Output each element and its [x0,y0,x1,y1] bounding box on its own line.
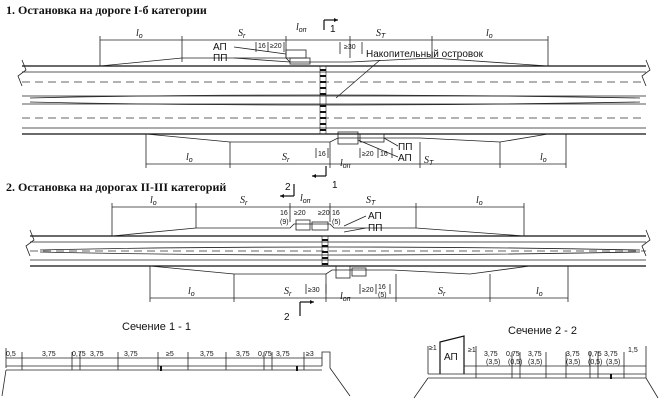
sec2-top-8: 1,5 [628,347,638,354]
dim2-st-top: ST [366,195,376,207]
dim-ge20-1-top: ≥20 [270,43,282,50]
dim-lo-bot-right: lo [540,152,547,164]
dim2-lo-top-right: lo [476,195,483,207]
diagram-1-bottom-dims: lo Sr lоп ST lo 1 [145,134,567,191]
crosswalk-2 [321,235,329,267]
label-ap-1-top: АП [213,42,227,53]
diagram-1-bottom-labels: 16 ≥20 16 ПП АП [315,131,412,164]
sec1-dim-10: ≥3 [306,351,314,358]
dim-sr-top: Sr [238,28,246,40]
dim-lon-top: lоп [296,22,307,34]
section-1-title: Сечение 1 - 1 [122,321,191,333]
label-ap-1-bot: АП [398,153,412,164]
dim2-lo-top-left: lo [150,195,157,207]
diagram-1-top-labels: АП ПП 16 ≥20 ≥30 Накопительный островок [213,42,484,99]
section-mark-2-bot: 2 [284,312,290,323]
dim2-lo-bot-left: lo [188,286,195,298]
dim-16-1-top: 16 [258,43,266,50]
sec2-top-2: 3,75 [484,351,498,358]
sec2-top-1: ≥1 [468,347,476,354]
sec1-dim-3: 3,75 [90,351,104,358]
label-pp-1-top: ПП [213,53,227,64]
dim2-sr-top: Sr [240,195,248,207]
section-mark-1-bot: 1 [332,180,338,191]
dim2-ge30-bot: ≥30 [308,287,320,294]
section-mark-1-top: 1 [330,24,336,35]
sec2-bot-1: (0,5) [508,359,522,366]
dim-16b-1-bot: 16 [380,151,388,158]
dim2-lon-bot: lоп [340,291,351,303]
dim2-p5-bot: (5) [378,292,387,299]
section-2-title: Сечение 2 - 2 [508,325,577,337]
dim-lo-bot-left: lo [186,152,193,164]
sec2-top-6: 0,75 [588,351,602,358]
dim-16-1-bot: 16 [318,151,326,158]
sec2-bot-5: (3,5) [606,359,620,366]
section-2-drawing: АП ≥1 ≥1 3,75 0,75 3,75 3,75 0,75 3,75 1… [413,335,659,399]
label-pp-1-bot: ПП [398,142,412,153]
dim2-sr-bot-right: Sr [438,286,446,298]
diagram-2-bottom-dims: lo Sr lоп Sr lo 2 [149,266,569,323]
diagram-2-road [25,219,651,279]
dim2-p9-top: (9) [280,219,289,226]
sec2-top-4: 3,75 [528,351,542,358]
sec1-dim-5: ≥5 [166,351,174,358]
dim2-lon-top: lоп [300,193,311,205]
dim-lon-bot: lоп [340,158,351,170]
sec1-dim-0: 0,5 [6,351,16,358]
sec2-top-0: ≥1 [429,345,437,352]
dim-ge30-1-top: ≥30 [344,44,356,51]
dim2-ge20b-top: ≥20 [318,210,330,217]
dim-st-bot: ST [424,155,434,167]
diagram-1-road [17,49,651,143]
dim2-p5-top: (5) [332,219,341,226]
sec2-bot-3: (3,5) [566,359,580,366]
diagram-2-top-labels: 16 (9) ≥20 ≥20 16 (5) АП ПП [280,210,382,234]
dim-ge20-1-bot: ≥20 [362,151,374,158]
section-mark-2-top: 2 [285,182,291,193]
label-pp-2-top: ПП [368,223,382,234]
dim-st-top: ST [376,28,386,40]
sec1-dim-2: 0,75 [72,351,86,358]
sec2-top-7: 3,75 [604,351,618,358]
dim-sr-bot: Sr [282,152,290,164]
title-1: 1. Остановка на дороге I-б категории [6,3,207,17]
label-island: Накопительный островок [366,49,484,60]
dim-lo-top-right: lo [486,28,493,40]
sec1-dim-7: 3,75 [236,351,250,358]
diagram-2-top-dims: lo Sr lоп ST lo 2 [111,182,525,236]
sec1-dim-1: 3,75 [42,351,56,358]
sec2-top-5: 3,75 [566,351,580,358]
dim2-sr-bot: Sr [284,286,292,298]
section-1-drawing: 0,5 3,75 0,75 3,75 3,75 ≥5 3,75 3,75 0,7… [1,348,351,397]
sec1-dim-9: 3,75 [276,351,290,358]
dim2-16b-top: 16 [332,210,340,217]
sec1-dim-4: 3,75 [124,351,138,358]
dim2-ge20-top: ≥20 [294,210,306,217]
dim2-16-top: 16 [280,210,288,217]
label-ap-2-top: АП [368,211,382,222]
sec2-bot-0: (3,5) [486,359,500,366]
shelter-ap [439,335,465,374]
diagram-1-top-dims: lo Sr lоп ST lo 1 [99,18,549,66]
dim2-ge20-bot: ≥20 [362,287,374,294]
sec2-bot-2: (3,5) [528,359,542,366]
dim2-16-bot: 16 [378,284,386,291]
sec2-bot-4: (0,5) [588,359,602,366]
crosswalk-1 [319,65,327,135]
dim-lo-top-left: lo [136,28,143,40]
sec1-dim-6: 3,75 [200,351,214,358]
title-2: 2. Остановка на дорогах II-III категорий [6,180,226,194]
dim2-lo-bot-right: lo [536,286,543,298]
section-2-ap: АП [444,352,458,363]
sec2-top-3: 0,75 [506,351,520,358]
sec1-dim-8: 0,75 [258,351,272,358]
